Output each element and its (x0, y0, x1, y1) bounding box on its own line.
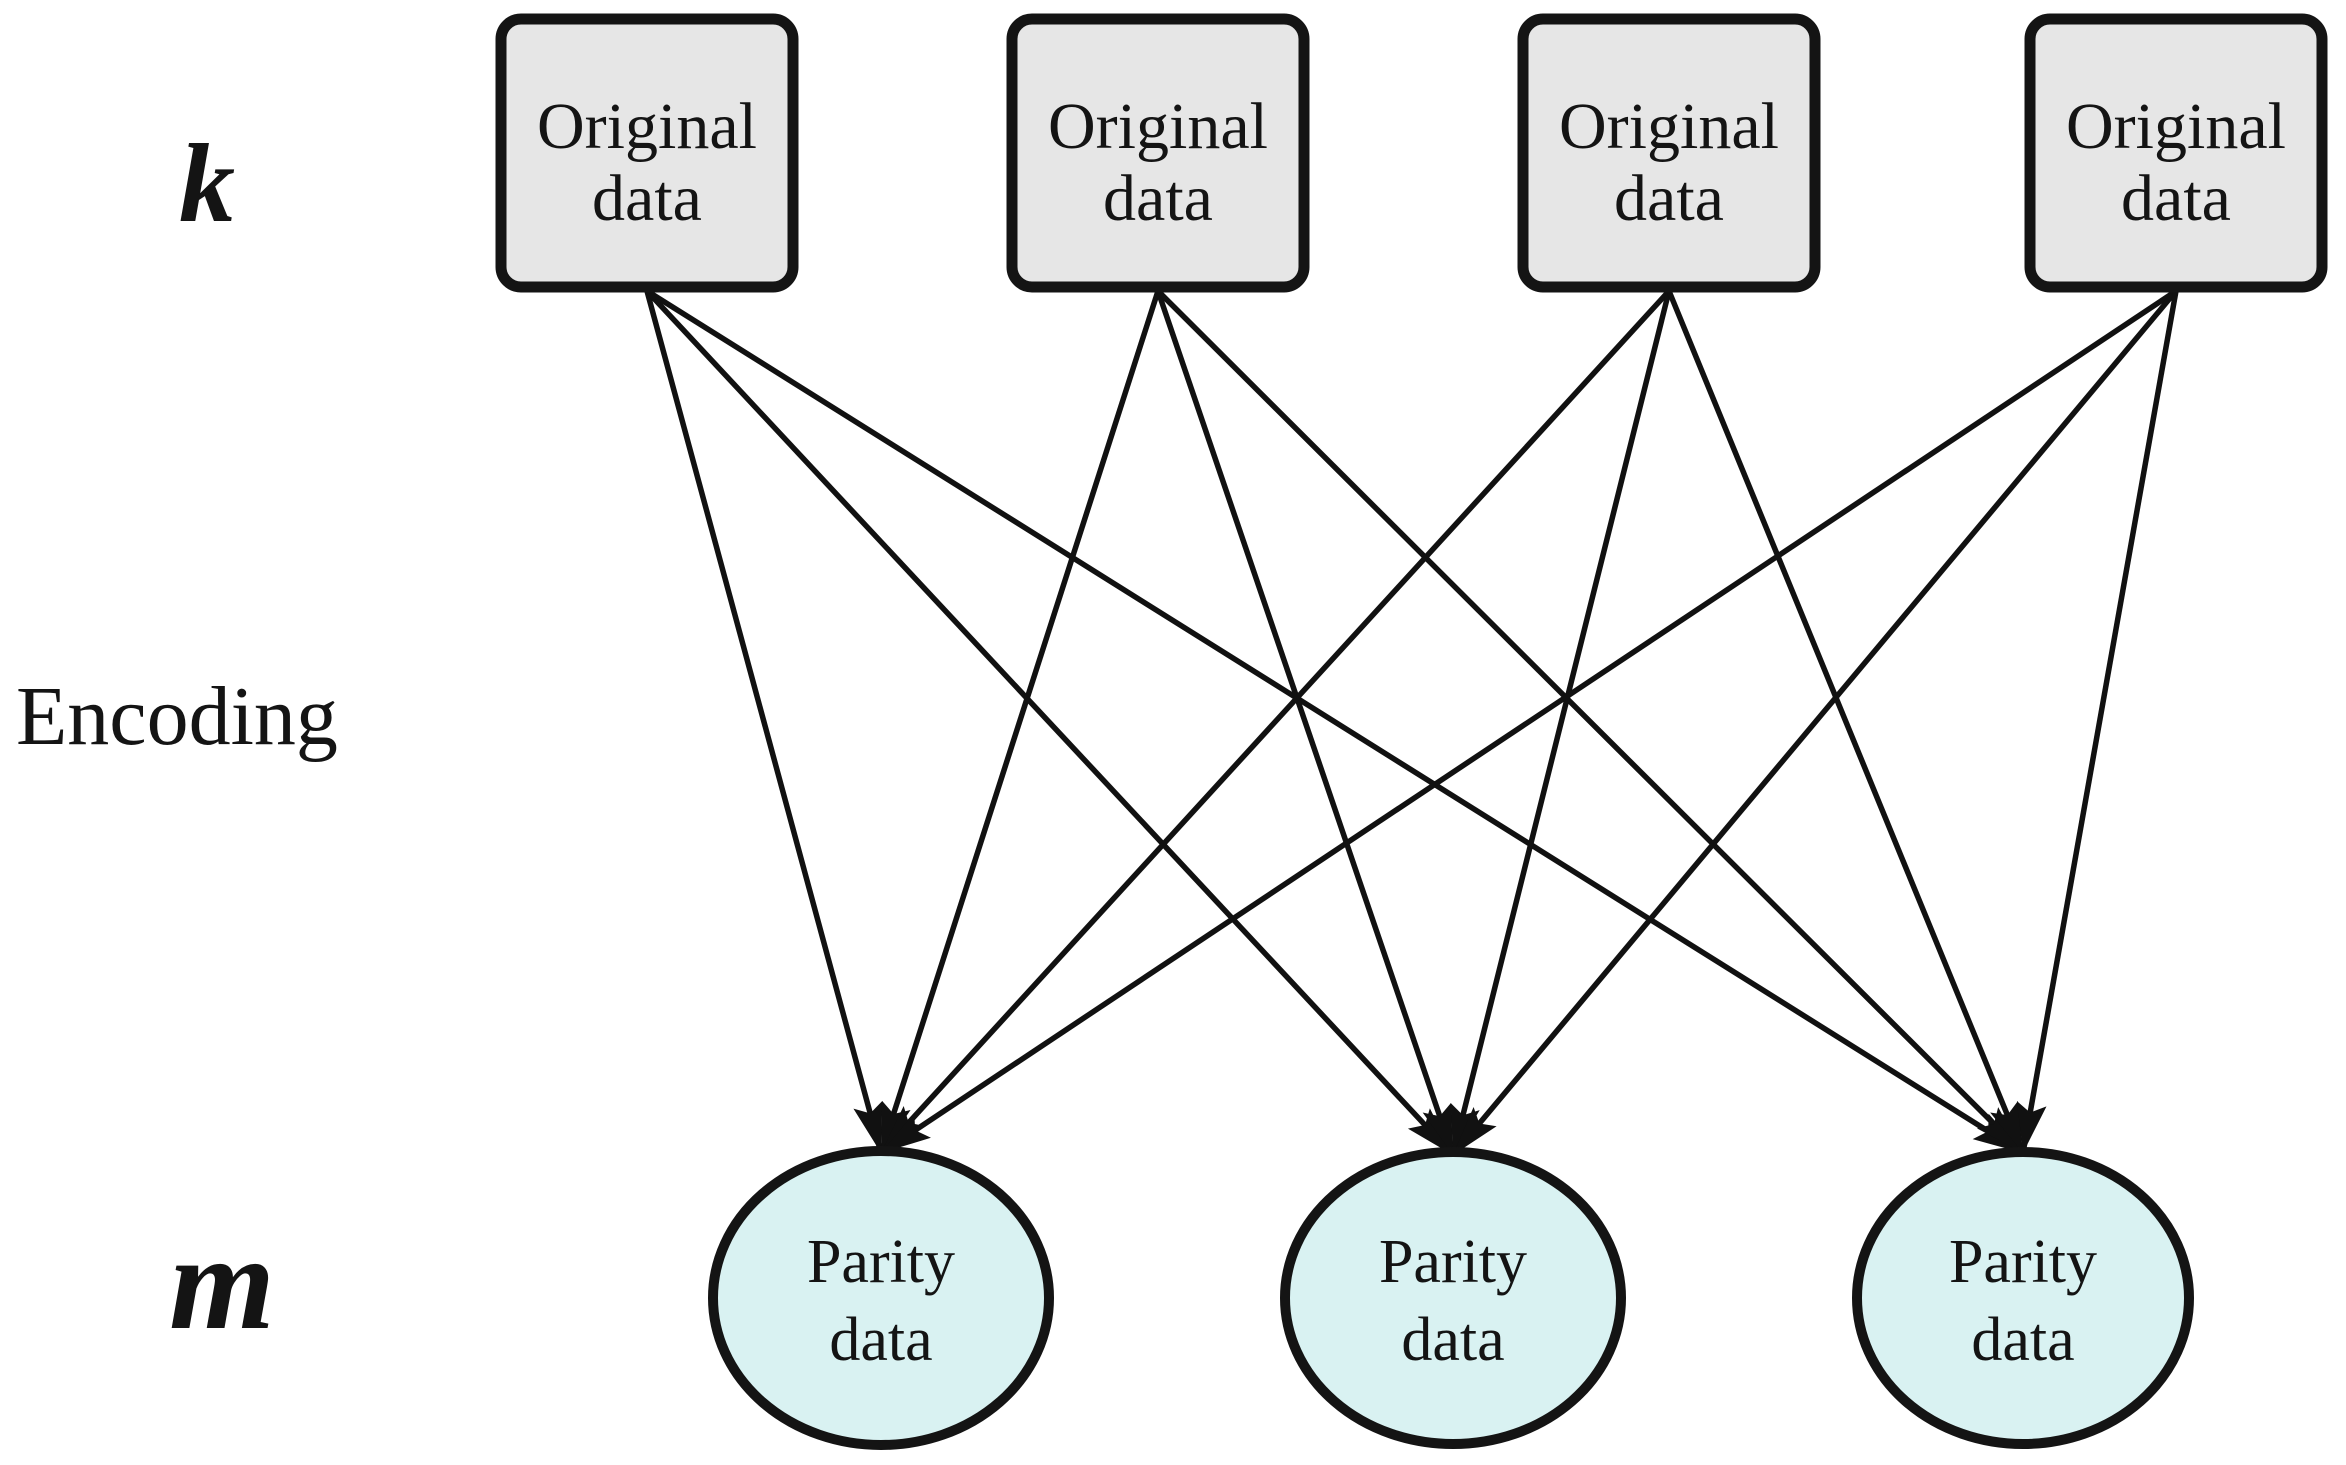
parity-data-node-3-shape (1852, 1147, 2194, 1449)
original-data-box-4: Original data (2024, 13, 2328, 293)
original-data-box-2-shape (1006, 13, 1310, 293)
original-data-box-2-label-line1: Original (1048, 90, 1268, 163)
parity-data-node-3-label-line1: Parity (1949, 1228, 2097, 1296)
parity-data-node-2-label-line1: Parity (1379, 1228, 1527, 1296)
edge-original2-parity1 (878, 290, 1161, 1154)
edge-original3-parity1 (878, 289, 1672, 1155)
parity-data-node-3: Parity data (1852, 1147, 2194, 1449)
parity-data-node-1-shape (708, 1146, 1054, 1450)
edge-original3-parity3 (1666, 289, 2026, 1155)
original-data-box-1-shape (495, 13, 799, 293)
edge-original2-parity2 (1155, 290, 1456, 1156)
parity-data-node-2: Parity data (1280, 1147, 1626, 1449)
original-data-box-1-label-line1: Original (537, 90, 757, 163)
original-data-box-4-shape (2024, 13, 2328, 293)
k-row-label: k (179, 122, 235, 246)
parity-data-node-1-label-line1: Parity (807, 1228, 955, 1296)
edge-original2-parity3 (1156, 289, 2025, 1155)
edge-original1-parity3 (645, 288, 2025, 1156)
original-data-box-2-label-line2: data (1103, 162, 1213, 235)
parity-data-node-1: Parity data (708, 1146, 1054, 1450)
original-data-box-3-shape (1517, 13, 1821, 293)
original-data-box-3: Original data (1517, 13, 1821, 293)
encoding-label: Encoding (16, 670, 338, 763)
original-data-box-4-label-line2: data (2121, 162, 2231, 235)
edge-original3-parity2 (1450, 290, 1672, 1156)
original-data-box-2: Original data (1006, 13, 1310, 293)
parity-data-node-2-label-line2: data (1401, 1306, 1504, 1374)
edge-original4-parity3 (2016, 290, 2179, 1154)
parity-data-node-3-label-line2: data (1971, 1306, 2074, 1374)
original-data-box-1: Original data (495, 13, 799, 293)
edge-original4-parity1 (879, 288, 2178, 1156)
parity-data-node-1-label-line2: data (829, 1306, 932, 1374)
m-row-label: m (169, 1208, 275, 1358)
edge-original4-parity2 (1450, 289, 2179, 1157)
edge-original1-parity1 (644, 290, 884, 1154)
parity-data-node-2-shape (1280, 1147, 1626, 1449)
original-data-box-3-label-line1: Original (1559, 90, 1779, 163)
edge-original1-parity2 (644, 289, 1456, 1157)
original-data-box-3-label-line2: data (1614, 162, 1724, 235)
original-data-box-1-label-line2: data (592, 162, 702, 235)
edge-group (644, 288, 2179, 1157)
original-data-box-4-label-line1: Original (2066, 90, 2286, 163)
